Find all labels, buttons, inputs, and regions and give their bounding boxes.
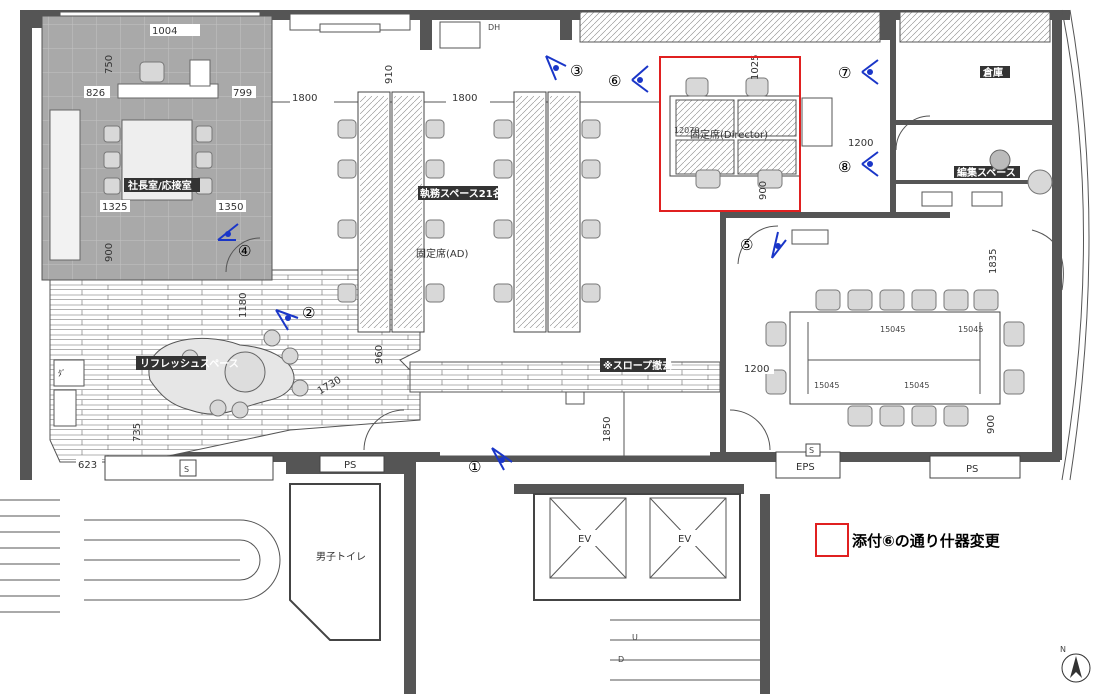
dim-1350: 1350 (218, 202, 243, 213)
table-15045c: 15045 (814, 381, 839, 390)
s2-label: S (809, 446, 814, 455)
table-15045d: 15045 (904, 381, 929, 390)
svg-text:⑥: ⑥ (608, 72, 621, 90)
viewpoint-3: ③ (545, 55, 583, 81)
counter: S PS (104, 455, 385, 481)
eps-label: EPS (796, 462, 815, 473)
dim-1180: 1180 (238, 293, 249, 318)
storage-edit: 倉庫 編集スペース 1200 (846, 66, 1053, 207)
legend: 添付⑥の通り什器変更 (815, 523, 1001, 557)
refresh-space-label: リフレッシュスペース (140, 358, 239, 370)
viewpoint-1: ① (468, 447, 513, 476)
edit-space-label: 編集スペース (957, 166, 1016, 179)
dim-900c: 900 (986, 415, 997, 434)
u-label: U (632, 633, 638, 642)
viewpoint-5: ⑤ (740, 231, 787, 259)
meeting-room: 15045 15045 15045 15045 1200 1835 900 (737, 225, 1064, 434)
dim-1200a: 1200 (848, 138, 873, 149)
highlight-box (659, 56, 801, 212)
ps1-label: PS (344, 460, 356, 471)
president-room: 1004 750 826 799 社長室/応接室 1325 1350 900 (41, 15, 273, 281)
dim-910: 910 (384, 65, 395, 84)
dim-900a: 900 (104, 243, 115, 262)
storage-label: 倉庫 (982, 66, 1003, 79)
d-label: D (618, 655, 624, 664)
work-space-label: 執務スペース21名 (420, 187, 503, 200)
svg-text:③: ③ (570, 62, 583, 80)
dh-label: DH (488, 23, 500, 32)
dim-826: 826 (86, 88, 105, 99)
dim-1200b: 1200 (744, 364, 769, 375)
corridor: ※スロープ撤去 1850 (363, 358, 771, 457)
dim-900b: 900 (758, 181, 769, 200)
dim-750: 750 (104, 55, 115, 74)
dim-1025: 1025 (750, 55, 761, 80)
svg-text:⑤: ⑤ (740, 236, 753, 254)
ps2-label: PS (966, 464, 978, 475)
svg-text:④: ④ (238, 242, 251, 260)
north-arrow-icon: N (1060, 645, 1091, 683)
mens-toilet-label: 男子トイレ (316, 551, 366, 563)
work-chairs (337, 119, 601, 303)
svg-text:①: ① (468, 458, 481, 476)
dim-799: 799 (233, 88, 252, 99)
dim-1325: 1325 (102, 202, 127, 213)
dim-1004: 1004 (152, 26, 177, 37)
svg-text:②: ② (302, 304, 315, 322)
table-15045b: 15045 (958, 325, 983, 334)
table-12070: 12070 (674, 126, 699, 135)
dim-1850: 1850 (602, 417, 613, 442)
slope-label: ※スロープ撤去 (603, 359, 672, 372)
dim-960: 960 (374, 345, 385, 364)
fixed-seat-ad-label: 固定席(AD) (416, 247, 468, 260)
dim-735: 735 (132, 423, 143, 442)
legend-swatch (815, 523, 849, 557)
north-label: N (1060, 645, 1066, 654)
dim-1835: 1835 (988, 249, 999, 274)
svg-text:ﾀﾞ: ﾀﾞ (58, 369, 66, 378)
viewpoint-7: ⑦ (838, 59, 879, 85)
table-15045a: 15045 (880, 325, 905, 334)
director-area: 固定席(Director) 12070 1025 900 (659, 55, 833, 212)
dim-623: 623 (78, 460, 97, 471)
president-room-label: 社長室/応接室 (127, 179, 192, 192)
viewpoint-6: ⑥ (608, 65, 649, 93)
svg-text:⑦: ⑦ (838, 64, 851, 82)
viewpoint-4: ④ (217, 223, 251, 260)
meeting-chairs (765, 289, 1025, 427)
svg-text:⑧: ⑧ (838, 158, 851, 176)
viewpoint-8: ⑧ (838, 151, 879, 177)
s1-label: S (184, 465, 189, 474)
fixed-seat-director-label: 固定席(Director) (690, 128, 768, 141)
core: EV EV 男子トイレ U D (0, 483, 760, 681)
ev1-label: EV (578, 534, 591, 545)
ev2-label: EV (678, 534, 691, 545)
viewpoint-2: ② (275, 304, 315, 331)
legend-text: 添付⑥の通り什器変更 (852, 532, 1001, 550)
dim-1800a: 1800 (292, 93, 317, 104)
shafts-right: EPS S PS (775, 443, 1021, 479)
refresh-space: ﾀﾞ リフレッシュスペース 1180 960 1730 735 623 (49, 269, 421, 471)
viewpoint-markers: ① ② ③ ④ ⑤ ⑥ ⑦ (217, 55, 879, 476)
dim-1800b: 1800 (452, 93, 477, 104)
work-space: 1800 1800 910 (272, 65, 660, 333)
